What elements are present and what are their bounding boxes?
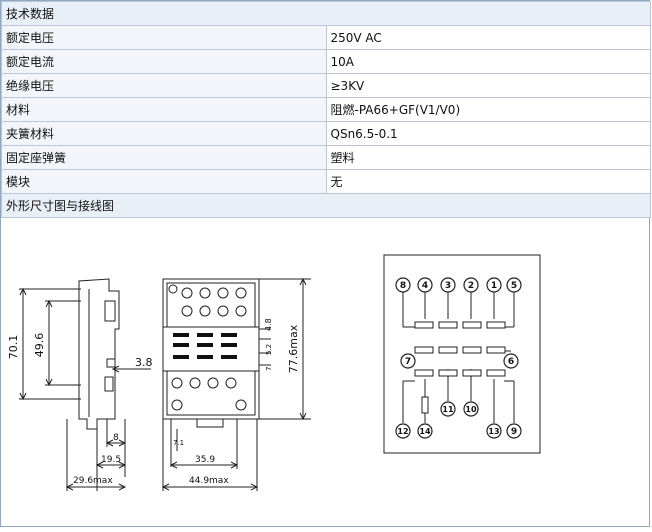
row-label: 绝缘电压 — [1, 73, 327, 98]
row-label: 材料 — [1, 97, 327, 122]
row-value: 阻燃-PA66+GF(V1/V0) — [325, 97, 651, 122]
table-row: 绝缘电压≥3KV — [1, 73, 651, 98]
dim-w2: 44.9max — [189, 476, 229, 486]
pin-label: 11 — [442, 405, 454, 414]
dim-b3: 29.6max — [73, 476, 113, 486]
pin-label: 7 — [405, 357, 411, 367]
pin-label: 12 — [397, 427, 408, 436]
side-view — [19, 278, 151, 491]
dim-inner-height: 49.6 — [33, 333, 46, 358]
pin-label: 2 — [468, 281, 474, 291]
drawing-title: 外形尺寸图与接线图 — [1, 193, 651, 218]
dim-bottom-small: 7.1 — [173, 439, 184, 447]
row-value: ≥3KV — [325, 73, 651, 98]
pin-label: 4 — [422, 281, 428, 291]
row-label: 模块 — [1, 169, 327, 194]
row-value: 塑料 — [325, 145, 651, 170]
drawing-area: 70.1 49.6 3.8 8 19.5 29.6max 77.6max 4.8… — [1, 229, 651, 528]
row-label: 额定电压 — [1, 25, 327, 50]
table-header-row: 技术数据 — [1, 1, 651, 26]
row-value: 无 — [325, 169, 651, 194]
pin-label: 1 — [491, 281, 497, 291]
pin-label: 14 — [419, 427, 431, 436]
pin-label: 8 — [400, 281, 406, 291]
dim-front-height: 77.6max — [287, 324, 300, 373]
drawing-header-row: 外形尺寸图与接线图 — [1, 193, 651, 218]
row-label: 固定座弹簧 — [1, 145, 327, 170]
terminal-bars — [173, 333, 237, 359]
dim-d2: 5.2 — [265, 344, 273, 355]
row-label: 夹簧材料 — [1, 121, 327, 146]
technical-drawing: 70.1 49.6 3.8 8 19.5 29.6max 77.6max 4.8… — [7, 254, 541, 491]
pin-label: 9 — [511, 427, 517, 437]
row-value: QSn6.5-0.1 — [325, 121, 651, 146]
front-view — [161, 277, 311, 491]
table-row: 固定座弹簧塑料 — [1, 145, 651, 170]
row-value: 250V AC — [325, 25, 651, 50]
dim-d1: 4.8 — [264, 318, 273, 331]
dim-clip: 3.8 — [135, 356, 153, 369]
pin-label: 10 — [465, 405, 477, 414]
table-row: 模块无 — [1, 169, 651, 194]
table-row: 材料阻燃-PA66+GF(V1/V0) — [1, 97, 651, 122]
dim-b1: 8 — [113, 433, 119, 443]
row-value: 10A — [325, 49, 651, 74]
pin-label: 5 — [511, 281, 517, 291]
dim-d3: 7 — [265, 367, 273, 371]
pin-label: 13 — [488, 427, 499, 436]
pin-label: 3 — [445, 281, 451, 291]
row-label: 额定电流 — [1, 49, 327, 74]
pin-label: 6 — [508, 357, 514, 367]
dim-b2: 19.5 — [101, 455, 121, 465]
dim-w1: 35.9 — [195, 455, 215, 465]
dim-height: 70.1 — [7, 335, 20, 360]
contact-symbols — [414, 321, 506, 414]
section-title: 技术数据 — [1, 1, 651, 26]
